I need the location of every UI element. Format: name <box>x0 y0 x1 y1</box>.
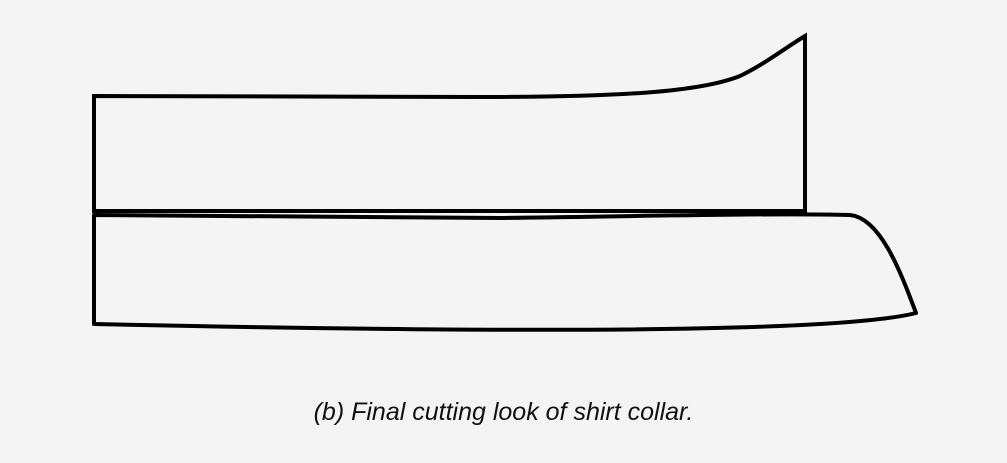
collar-stand-upper-piece <box>92 32 807 213</box>
figure-caption: (b) Final cutting look of shirt collar. <box>313 398 694 426</box>
collar-band-lower-piece <box>92 212 918 332</box>
